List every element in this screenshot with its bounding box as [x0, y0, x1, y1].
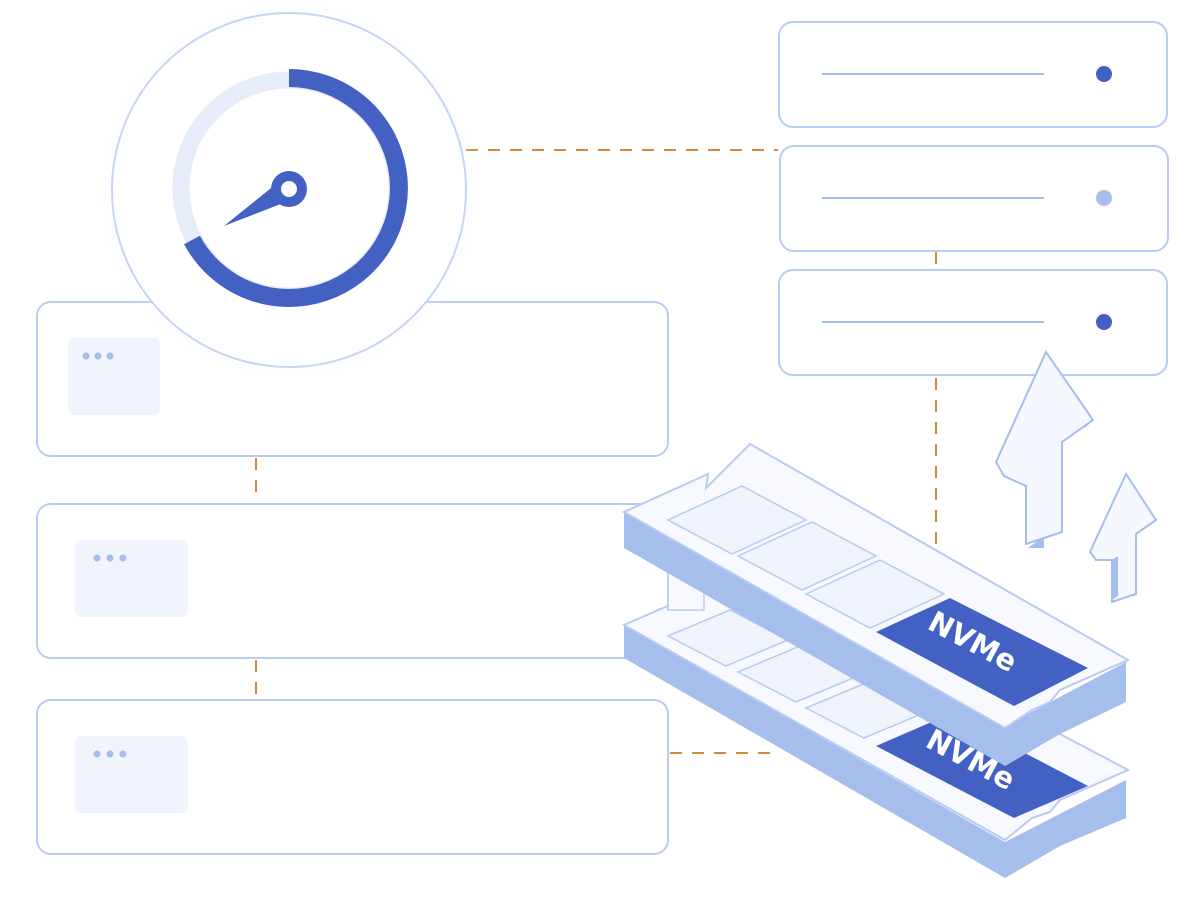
- server-2: [779, 145, 1169, 252]
- nvme-drive-1: NVMe: [621, 442, 1131, 766]
- window-icon: [75, 736, 188, 813]
- status-led-active: [1096, 66, 1112, 82]
- nvme-chip: [876, 598, 1088, 706]
- status-led-active: [1096, 314, 1112, 330]
- status-led-idle: [1096, 190, 1112, 206]
- panel-3: [36, 699, 669, 855]
- up-arrow-icon: [994, 349, 1095, 548]
- gauge-needle: [224, 171, 307, 226]
- panel-2: [36, 503, 669, 659]
- window-icon: [75, 540, 188, 617]
- speedometer-icon: [93, 0, 485, 386]
- up-arrow-icon: [1088, 471, 1158, 604]
- nvme-chip: [876, 714, 1088, 818]
- server-3: [778, 269, 1168, 376]
- gauge-progress-arc: [184, 69, 408, 307]
- nvme-drive-2: NVMe: [621, 568, 1131, 878]
- server-1: [778, 21, 1168, 128]
- connector-lines: [255, 149, 937, 754]
- window-icon: [68, 338, 160, 415]
